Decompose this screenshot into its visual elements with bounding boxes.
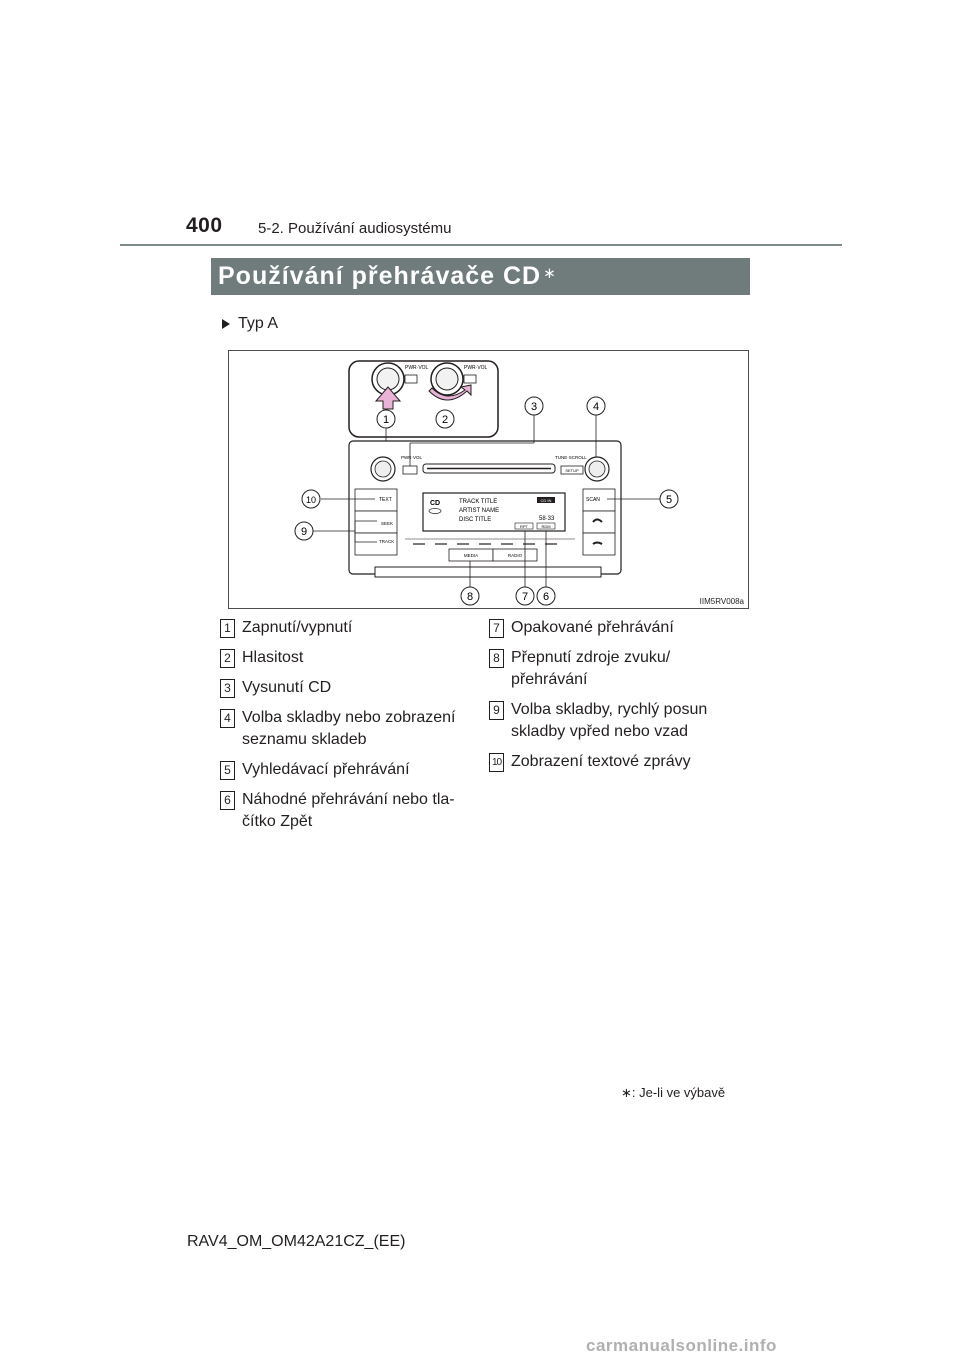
inset-label-pwr-1: PWR·VOL <box>405 365 429 371</box>
legend-item: 10 Zobrazení textové zprávy <box>489 751 751 773</box>
legend-item: 8 Přepnutí zdroje zvuku/ přehrávání <box>489 647 751 691</box>
legend-text: Náhodné přehrávání nebo tla-čítko Zpět <box>242 791 455 830</box>
label-seek: SEEK <box>381 521 393 526</box>
legend-text: Hlasitost <box>242 649 304 666</box>
footnote: ∗: Je-li ve výbavě <box>621 1085 726 1100</box>
optional-mark: ∗ <box>543 264 557 282</box>
label-track: TRACK <box>379 539 394 544</box>
callout-3: 3 <box>524 396 544 416</box>
label-radio: RADIO <box>508 553 523 558</box>
svg-text:3: 3 <box>531 401 537 413</box>
number-box: 1 <box>220 619 235 638</box>
triangle-bullet-icon <box>222 319 230 329</box>
callout-4: 4 <box>586 396 606 416</box>
number-box: 7 <box>489 619 504 638</box>
phone-pickup-icon <box>592 518 603 523</box>
legend-item: 9 Volba skladby, rychlý posun skladby vpř… <box>489 699 751 743</box>
label-pwr-vol: PWR·VOL <box>401 455 422 460</box>
legend-item: 4 Volba skladby nebo zobrazení seznamu sk… <box>220 707 470 751</box>
screen-rdm: RDM <box>541 524 550 529</box>
svg-text:7: 7 <box>522 591 528 603</box>
screen-cd-in: CD IN <box>541 498 552 503</box>
number-box: 2 <box>220 649 235 668</box>
inset-label-pwr-2: PWR·VOL <box>464 365 488 371</box>
number-box: 5 <box>220 761 235 780</box>
legend-text: Vyhledávací přehrávání <box>242 761 410 778</box>
callout-10: 10 <box>301 489 321 509</box>
number-box: 4 <box>220 709 235 728</box>
radio-button <box>492 548 538 562</box>
legend-item: 5 Vyhledávací přehrávání <box>220 759 470 781</box>
number-box: 10 <box>489 753 504 772</box>
number-box: 6 <box>220 791 235 810</box>
callout-2: 2 <box>435 409 455 429</box>
svg-text:2: 2 <box>442 414 448 426</box>
legend-item: 2 Hlasitost <box>220 647 470 669</box>
screen-rpt: RPT <box>520 524 529 529</box>
legend-text: Volba skladby nebo zobrazení seznamu skl… <box>242 709 456 748</box>
callout-8: 8 <box>460 586 480 606</box>
svg-text:4: 4 <box>593 401 599 413</box>
callout-6: 6 <box>536 586 556 606</box>
callout-1: 1 <box>376 409 396 429</box>
title-bar: Používání přehrávače CD∗ <box>211 258 750 295</box>
svg-text:1: 1 <box>383 414 389 426</box>
press-arrow-icon <box>374 386 402 410</box>
number-box: 9 <box>489 701 504 720</box>
legend-left: 1 Zapnutí/vypnutí 2 Hlasitost 3 Vysunutí CD… <box>220 617 470 841</box>
legend-item: 7 Opakované přehrávání <box>489 617 751 639</box>
turn-arrow-icon <box>428 384 472 401</box>
eject-button <box>402 465 418 475</box>
type-label: Typ A <box>222 315 278 333</box>
legend-text: Opakované přehrávání <box>511 619 674 636</box>
label-scan: SCAN <box>586 497 600 503</box>
screen-artist-name: ARTIST NAME <box>459 508 499 514</box>
watermark: carmanualsonline.info <box>586 1336 777 1355</box>
callout-7: 7 <box>515 586 535 606</box>
document-code: RAV4_OM_OM42A21CZ_(EE) <box>187 1233 406 1250</box>
legend-text: Vysunutí CD <box>242 679 332 696</box>
number-box: 8 <box>489 649 504 668</box>
audio-figure: PWR·VOL PWR·VOL 1 2 PWR·VOL TUNE·SCROLL … <box>228 350 749 609</box>
screen-track-title: TRACK TITLE <box>459 499 497 505</box>
legend-text: Volba skladby, rychlý posun skladby vpře… <box>511 701 708 740</box>
callout-5: 5 <box>659 489 679 509</box>
legend-item: 6 Náhodné přehrávání nebo tla-čítko Zpět <box>220 789 470 833</box>
page-title: Používání přehrávače CD <box>218 262 542 290</box>
svg-text:8: 8 <box>467 591 473 603</box>
legend-right: 7 Opakované přehrávání 8 Přepnutí zdroje z… <box>489 617 751 781</box>
figure-code: IIM5RV008a <box>699 597 744 606</box>
screen-disc-title: DISC TITLE <box>459 517 491 523</box>
legend-text: Přepnutí zdroje zvuku/ přehrávání <box>511 649 671 688</box>
audio-unit-illustration: PWR·VOL PWR·VOL 1 2 PWR·VOL TUNE·SCROLL … <box>294 360 679 606</box>
label-text: TEXT <box>379 497 392 503</box>
label-tune-scroll: TUNE·SCROLL <box>555 455 587 460</box>
legend-text: Zobrazení textové zprávy <box>511 753 691 770</box>
screen-cd-logo: CD <box>430 500 440 507</box>
legend-text: Zapnutí/vypnutí <box>242 619 353 636</box>
legend-item: 3 Vysunutí CD <box>220 677 470 699</box>
svg-text:5: 5 <box>666 494 672 506</box>
setup-button <box>560 465 584 475</box>
label-setup: SETUP <box>565 468 579 473</box>
svg-text:9: 9 <box>301 526 307 538</box>
number-box: 3 <box>220 679 235 698</box>
label-media: MEDIA <box>464 553 478 558</box>
svg-text:6: 6 <box>543 591 549 603</box>
svg-text:10: 10 <box>306 495 316 505</box>
legend-item: 1 Zapnutí/vypnutí <box>220 617 470 639</box>
screen-time: 58·33 <box>539 516 555 522</box>
page-number: 400 <box>186 214 223 237</box>
phone-hangup-icon <box>592 541 603 545</box>
type-label-text: Typ A <box>238 315 279 332</box>
section-label: 5-2. Používání audiosystému <box>258 220 452 237</box>
zoom-inset <box>348 360 499 438</box>
header-rule <box>120 244 842 246</box>
callout-9: 9 <box>294 521 314 541</box>
